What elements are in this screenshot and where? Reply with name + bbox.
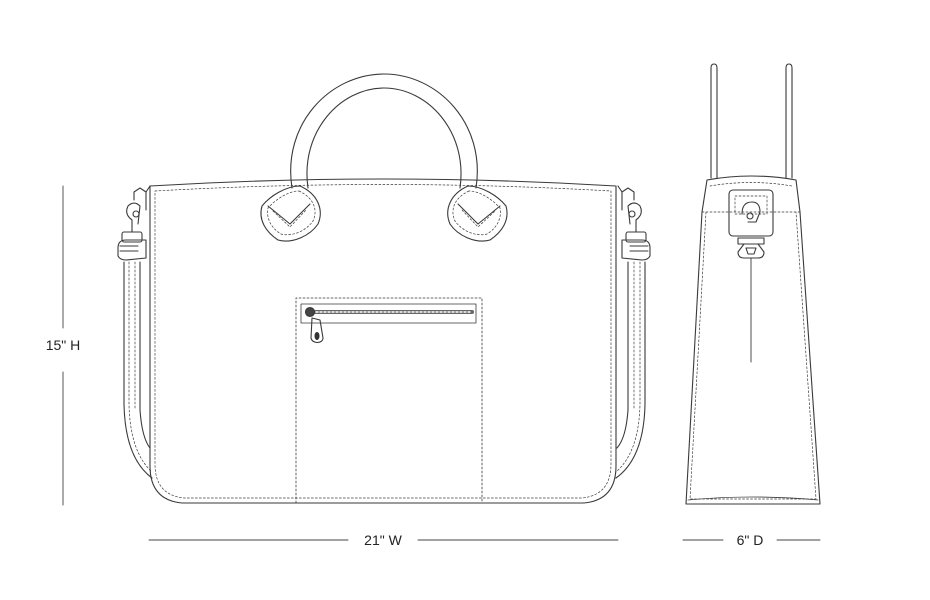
body-stitching [154,184,612,499]
front-pocket [295,297,483,504]
shoulder-strap-left [117,231,153,479]
side-bottom-seam [687,496,819,501]
width-label: 21" W [364,532,402,548]
front-view [117,73,651,504]
top-handle [290,73,478,189]
zipper [304,306,474,344]
side-stitching [689,182,817,500]
swivel-clasp-left [126,185,151,233]
bag-body [149,178,617,504]
handle-tab-left [260,185,321,242]
swivel-clasp-right [617,185,642,233]
side-handle [710,63,793,179]
side-view [685,63,821,505]
shoulder-strap-right [615,231,651,479]
depth-label: 6" D [737,532,764,548]
height-label: 15" H [46,337,81,353]
zipper-head-icon [304,306,316,318]
zipper-pull-icon [310,317,324,344]
side-body [685,175,821,505]
side-clasp [728,189,774,259]
dimension-lines [62,185,821,541]
handle-tab-right [447,185,508,242]
